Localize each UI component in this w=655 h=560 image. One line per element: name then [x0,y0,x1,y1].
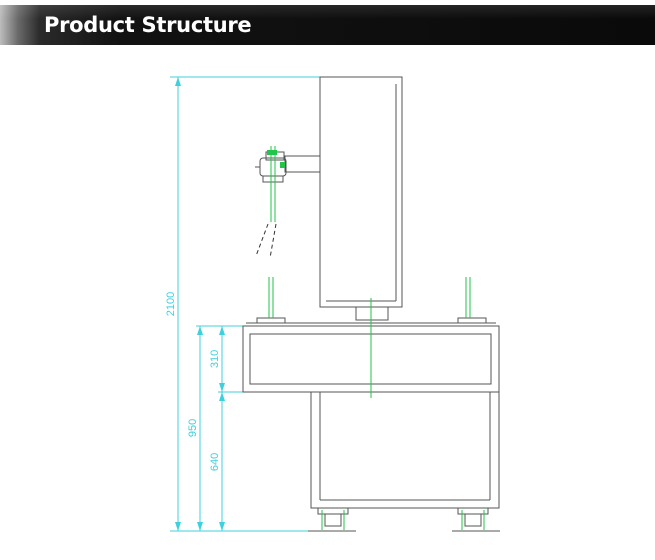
lower-frame-arrow-top [219,392,225,401]
lower-frame-arrow-bottom [219,522,225,531]
horizontal-arm [284,155,321,173]
base-height-arrow-top [197,326,203,335]
light-beam-left [255,223,269,257]
column-base-plate [355,306,389,321]
right-post-base [457,317,487,324]
lower-cabinet [310,391,500,509]
header-bar: Product Structure [0,5,655,45]
total-height-arrow-top [175,77,181,86]
light-beam [255,223,277,259]
dimension-lines [170,76,320,532]
upper-frame-arrow-top [219,326,225,335]
head-green-port [280,162,285,168]
base-height-arrow-bottom [197,522,203,531]
head-green-marker [267,150,277,155]
green-elements [268,146,485,530]
base-height-label: 950 [187,419,199,437]
vertical-column [319,76,403,308]
lens-ring [262,175,284,183]
right-foot-stem [464,513,482,527]
left-post-base [256,317,286,324]
upper-frame-height-label: 310 [209,350,221,368]
total-height-arrow-bottom [175,522,181,531]
lower-frame-height-label: 640 [209,453,221,471]
light-beam-right [269,223,277,259]
total-height-label: 2100 [165,292,177,316]
upper-frame-arrow-bottom [219,383,225,392]
left-foot-stem [324,513,342,527]
